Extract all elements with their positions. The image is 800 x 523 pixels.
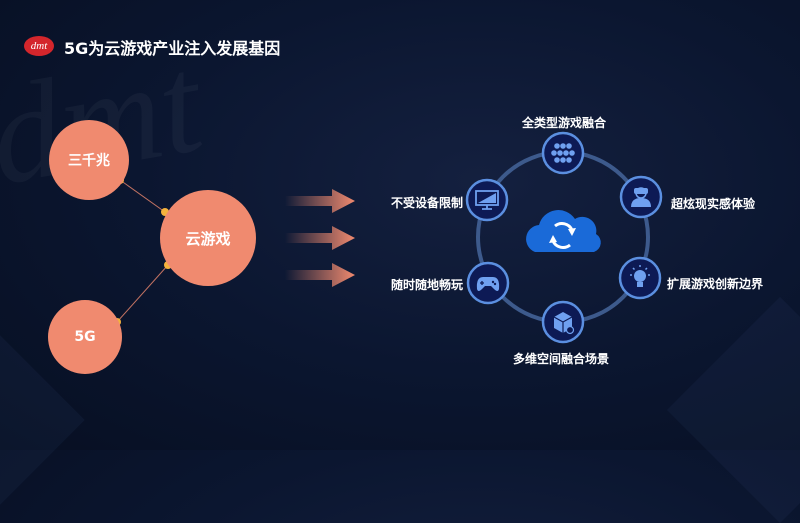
ring-label: 随时随地畅玩 [391, 278, 464, 292]
connector-lines [116, 179, 169, 323]
arrows [285, 189, 355, 287]
logo: dmt [24, 36, 54, 56]
page-title: 5G为云游戏产业注入发展基因 [64, 39, 281, 58]
ring-label: 多维空间融合场景 [513, 352, 610, 366]
lightbulb-icon [618, 256, 662, 300]
arrow [285, 189, 355, 213]
arrow [285, 226, 355, 250]
node-three-gigabit: 三千兆 [49, 120, 129, 200]
ring-label: 不受设备限制 [391, 196, 464, 210]
monitor-icon [465, 178, 509, 222]
node-5g: 5G [48, 300, 122, 374]
gamepad-icon [466, 261, 510, 305]
box-icon [541, 300, 585, 344]
ring-label: 扩展游戏创新边界 [667, 277, 764, 291]
cloud-sync-icon [526, 210, 601, 252]
ring-label: 超炫现实感体验 [671, 197, 756, 211]
arrow [285, 263, 355, 287]
diagram-canvas [113, 131, 663, 344]
node-cloud-gaming: 云游戏 [160, 190, 256, 286]
ring-label: 全类型游戏融合 [522, 116, 607, 130]
hexagon-grid-icon [541, 131, 585, 175]
vr-user-icon [619, 175, 663, 219]
